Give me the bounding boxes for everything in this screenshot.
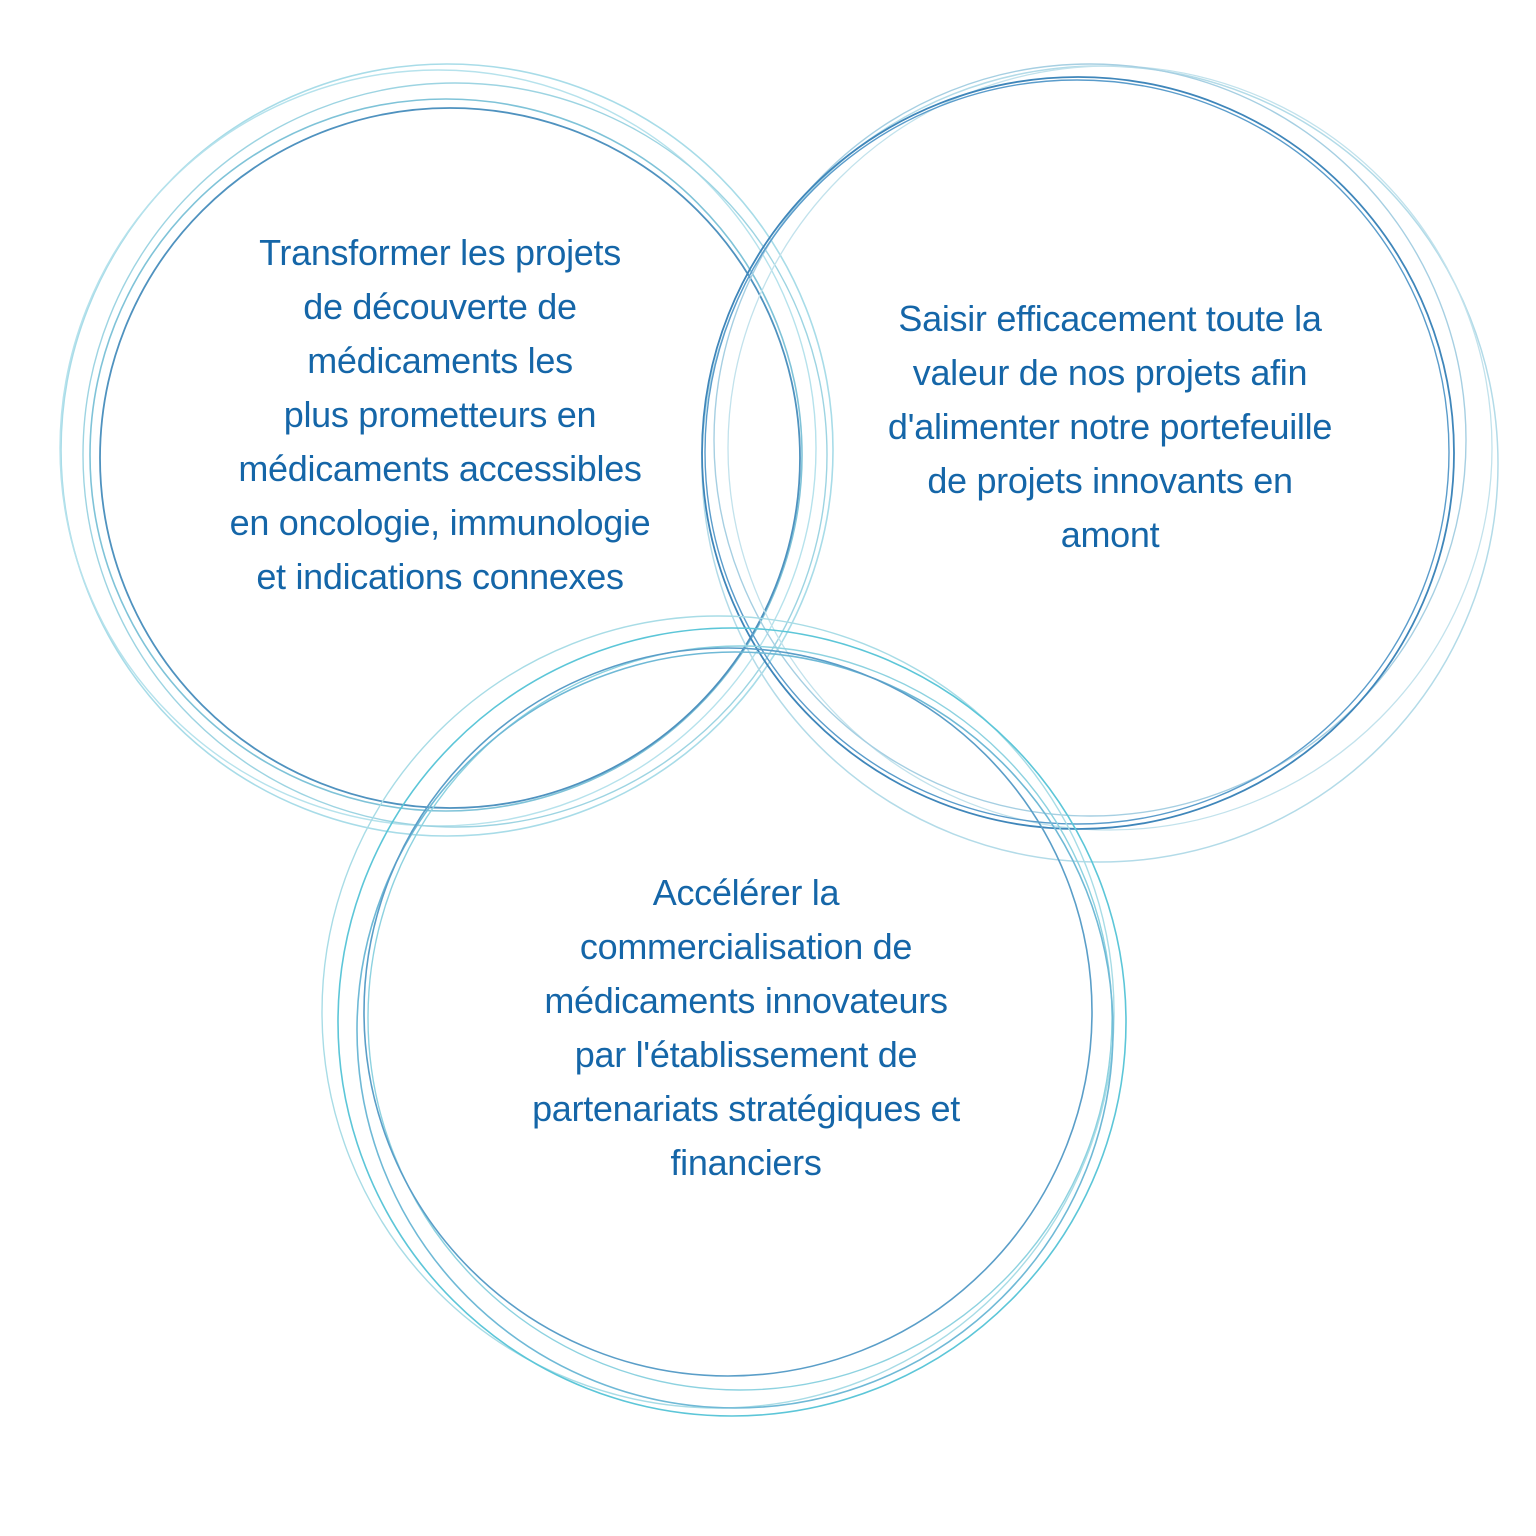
bottom-ring-group bbox=[321, 615, 1127, 1417]
left-text-line: en oncologie, immunologie bbox=[229, 502, 651, 543]
left-ring-mid bbox=[89, 98, 803, 812]
right-text-line: valeur de nos projets afin bbox=[912, 352, 1308, 393]
right-circle-text: Saisir efficacement toute la valeur de n… bbox=[840, 292, 1380, 562]
left-ring-outer-1 bbox=[60, 63, 834, 837]
right-ring-mid bbox=[701, 76, 1455, 830]
right-text-line: de projets innovants en bbox=[927, 460, 1293, 501]
left-circle-text: Transformer les projets de découverte de… bbox=[170, 226, 710, 604]
left-ring-outer-3 bbox=[82, 82, 828, 828]
right-text-line: amont bbox=[1060, 514, 1160, 555]
bottom-text-line: médicaments innovateurs bbox=[544, 980, 948, 1021]
right-ring-outer-2 bbox=[727, 65, 1493, 831]
left-text-line: de découverte de bbox=[303, 286, 577, 327]
bottom-ring-outer-2 bbox=[337, 627, 1127, 1417]
right-text-line: Saisir efficacement toute la bbox=[898, 298, 1322, 339]
right-ring-outer-3 bbox=[713, 63, 1467, 817]
left-text-line: plus prometteurs en bbox=[283, 394, 597, 435]
left-text-line: médicaments accessibles bbox=[238, 448, 642, 489]
left-ring-group bbox=[59, 63, 834, 837]
bottom-text-line: financiers bbox=[670, 1142, 822, 1183]
left-text-line: et indications connexes bbox=[256, 556, 624, 597]
right-ring-inner bbox=[704, 79, 1450, 825]
bottom-ring-mid bbox=[356, 651, 1114, 1409]
left-text-line: Transformer les projets bbox=[259, 232, 621, 273]
left-text-line: médicaments les bbox=[307, 340, 573, 381]
bottom-circle-text: Accélérer la commercialisation de médica… bbox=[476, 866, 1016, 1190]
bottom-ring-outer-3 bbox=[367, 645, 1113, 1391]
right-text-line: d'alimenter notre portefeuille bbox=[887, 406, 1333, 447]
bottom-text-line: commercialisation de bbox=[579, 926, 913, 967]
bottom-text-line: Accélérer la bbox=[652, 872, 840, 913]
bottom-text-line: par l'établissement de bbox=[574, 1034, 918, 1075]
right-ring-group bbox=[701, 63, 1499, 863]
bottom-text-line: partenariats stratégiques et bbox=[532, 1088, 960, 1129]
left-ring-inner bbox=[99, 107, 801, 809]
bottom-ring-inner bbox=[363, 647, 1093, 1377]
